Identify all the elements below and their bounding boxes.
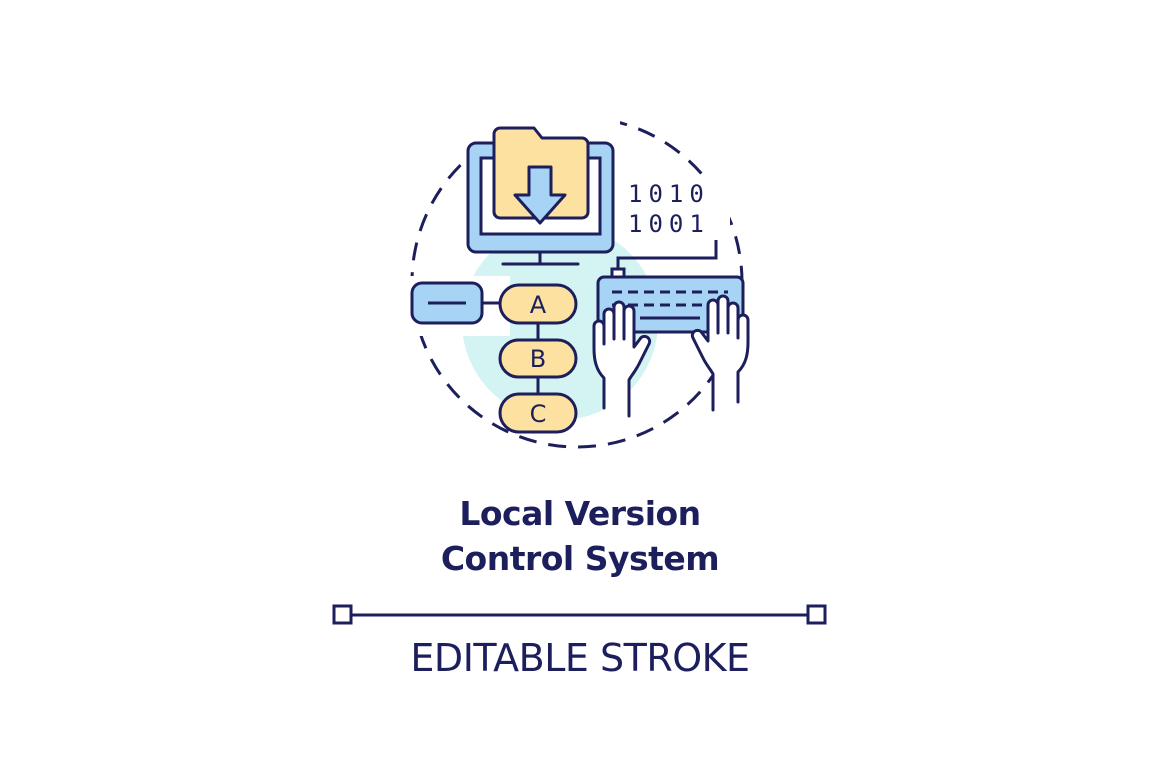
- svg-text:A: A: [530, 291, 547, 319]
- version-node-c: C: [498, 392, 578, 434]
- frame-gap-right: [620, 175, 730, 235]
- hands-icon: [592, 294, 750, 418]
- title-line-1: Local Version: [459, 494, 701, 533]
- svg-text:B: B: [530, 345, 546, 373]
- stroke-handle-right: [806, 604, 827, 625]
- editable-stroke-line: [332, 604, 827, 625]
- version-node-b: B: [498, 338, 578, 379]
- branch-pill: [410, 281, 500, 325]
- keyboard-cable: [616, 240, 718, 272]
- svg-text:C: C: [530, 400, 547, 428]
- binary-row-2: 1001: [628, 210, 710, 238]
- title-line-2: Control System: [440, 539, 720, 578]
- download-arrow-icon: [513, 165, 567, 225]
- version-node-a: A: [498, 283, 578, 325]
- stroke-handle-left: [332, 604, 353, 625]
- editable-stroke-caption: EDITABLE STROKE: [410, 636, 750, 680]
- binary-row-1: 1010: [628, 180, 710, 208]
